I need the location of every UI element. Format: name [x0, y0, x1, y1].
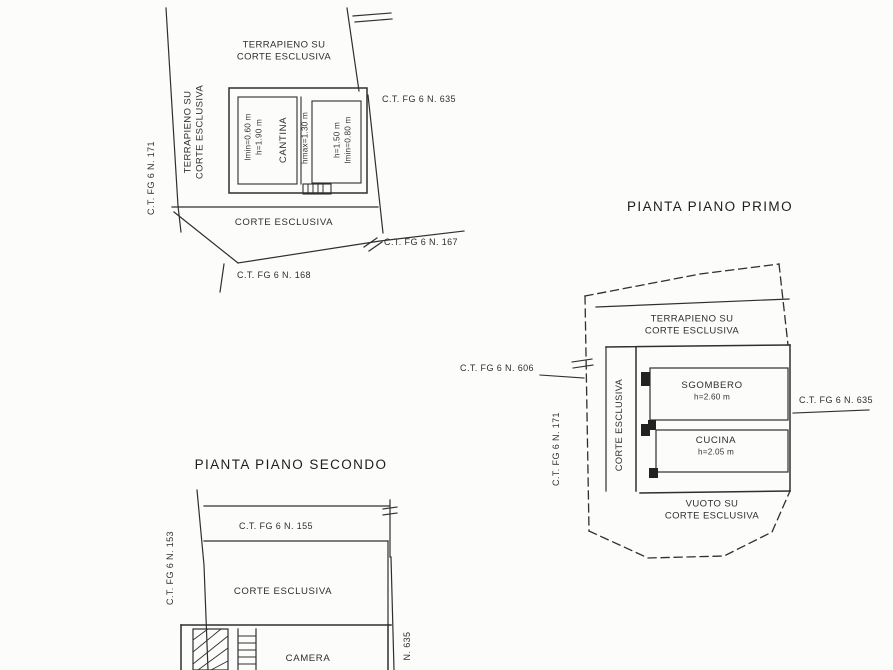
label-terrapieno-first: TERRAPIENO SU CORTE ESCLUSIVA	[644, 313, 740, 337]
label-room-sgombero: SGOMBERO	[681, 379, 743, 391]
label-parcel-606: C.T. FG 6 N. 606	[460, 363, 534, 374]
plan-first-building	[539, 298, 870, 494]
label-dims-right-room: h=1.50 m lmin=0.80 m	[332, 116, 352, 164]
label-dim-hmax: hmax=1.30 m	[300, 111, 310, 165]
label-terrapieno-left: TERRAPIENO SU CORTE ESCLUSIVA	[182, 84, 206, 180]
label-title-piano-primo: PIANTA PIANO PRIMO	[627, 199, 793, 215]
label-room-cantina: CANTINA	[277, 116, 289, 164]
plan-first-boundary-dashed	[584, 263, 791, 559]
label-parcel-635-first: C.T. FG 6 N. 635	[799, 395, 873, 406]
label-corte-second: CORTE ESCLUSIVA	[233, 585, 333, 597]
label-parcel-635-second: N. 635	[402, 631, 413, 661]
label-terrapieno-top: TERRAPIENO SU CORTE ESCLUSIVA	[236, 39, 332, 63]
plan-second-building	[180, 540, 392, 670]
label-parcel-168: C.T. FG 6 N. 168	[237, 270, 311, 281]
label-dims-left-room: lmin=0.60 m h=1.90 m	[243, 113, 263, 161]
label-dim-cucina: h=2.05 m	[698, 447, 734, 457]
label-parcel-167: C.T. FG 6 N. 167	[384, 237, 458, 248]
label-parcel-171-ground: C.T. FG 6 N. 171	[146, 141, 157, 215]
label-parcel-635-ground: C.T. FG 6 N. 635	[382, 94, 456, 105]
label-dim-sgombero: h=2.60 m	[694, 392, 730, 402]
label-room-camera: CAMERA	[285, 652, 331, 664]
label-parcel-171-first: C.T. FG 6 N. 171	[551, 412, 562, 486]
plan-ground-boundary	[165, 7, 465, 293]
label-title-piano-secondo: PIANTA PIANO SECONDO	[194, 457, 388, 473]
label-corte-ground: CORTE ESCLUSIVA	[234, 216, 334, 228]
label-corte-vertical-first: CORTE ESCLUSIVA	[613, 378, 624, 472]
plan-ground-building	[228, 87, 368, 195]
label-parcel-153: C.T. FG 6 N. 153	[165, 531, 176, 605]
plan-first-wall-fills	[641, 372, 658, 478]
plan-second-boundary	[196, 489, 398, 670]
label-parcel-155: C.T. FG 6 N. 155	[239, 521, 313, 532]
label-room-cucina: CUCINA	[695, 434, 737, 446]
label-vuoto: VUOTO SU CORTE ESCLUSIVA	[664, 498, 760, 522]
